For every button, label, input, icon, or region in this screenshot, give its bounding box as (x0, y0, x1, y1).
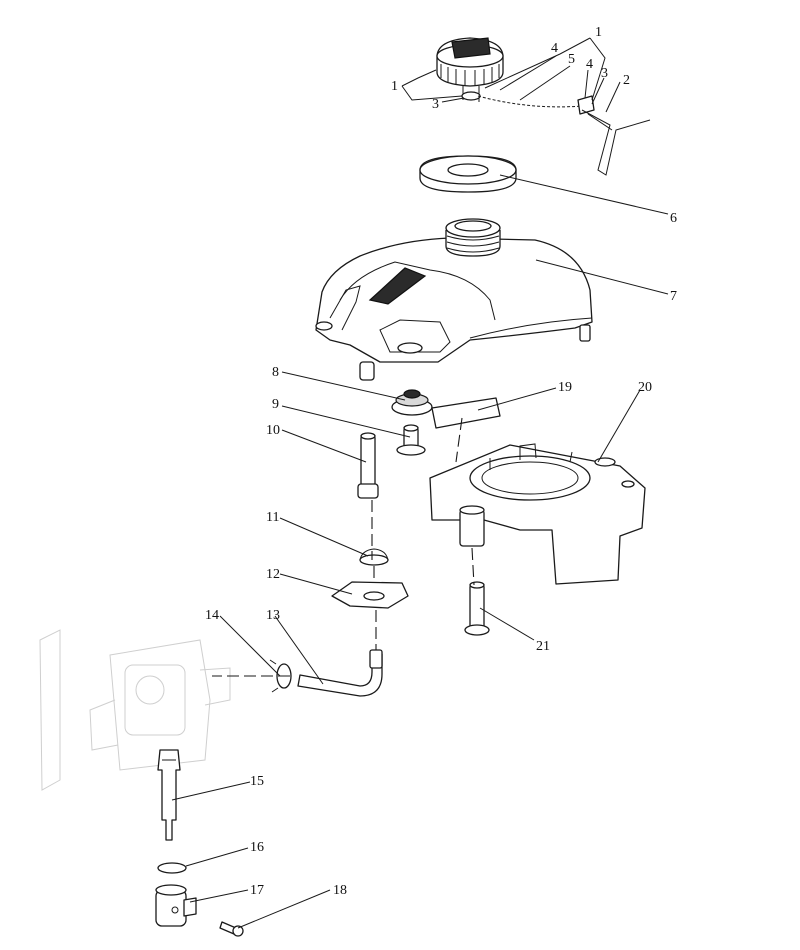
part-17-collar (155, 884, 197, 927)
callout-9: 9 (272, 397, 279, 412)
callout-3-right: 3 (601, 66, 608, 81)
callout-12: 12 (266, 567, 280, 582)
callout-11: 11 (266, 510, 279, 525)
fuel-cap-assembly (436, 37, 651, 176)
callout-1-left: 1 (391, 79, 398, 94)
part-8-valve (391, 389, 433, 416)
callout-7: 7 (670, 289, 677, 304)
callout-1-top: 1 (595, 25, 602, 40)
retaining-clip (581, 109, 651, 176)
cap-gasket (419, 155, 517, 193)
part-15-rod (157, 749, 181, 841)
part-9-bushing (396, 424, 426, 456)
callout-15: 15 (250, 774, 264, 789)
part-21-pin (464, 581, 490, 636)
leader-lines (171, 37, 669, 929)
part-20-bracket (429, 443, 646, 585)
callout-6: 6 (670, 211, 677, 226)
part-13-fuel-pipe (297, 649, 383, 697)
callout-5: 5 (568, 52, 575, 67)
callout-20: 20 (638, 380, 652, 395)
callout-18: 18 (333, 883, 347, 898)
callout-labels: 1 1 2 3 3 4 4 5 6 7 8 9 10 11 12 13 14 1… (205, 25, 677, 898)
part-10-pin (357, 432, 379, 499)
part-16-o-ring (157, 862, 187, 874)
callout-16: 16 (250, 840, 264, 855)
callout-4-right: 4 (586, 57, 593, 72)
callout-19: 19 (558, 380, 572, 395)
carburetor-ghost (39, 629, 231, 791)
callout-2: 2 (623, 73, 630, 88)
part-11-clamp (359, 548, 389, 566)
callout-8: 8 (272, 365, 279, 380)
fuel-tank (315, 218, 593, 381)
callout-13: 13 (266, 608, 280, 623)
callout-3-left: 3 (432, 97, 439, 112)
callout-14: 14 (205, 608, 219, 623)
part-19-label (431, 397, 501, 429)
callout-21: 21 (536, 639, 550, 654)
callout-4-left: 4 (551, 41, 558, 56)
part-12-plate (331, 581, 409, 609)
part-18-screw (219, 921, 244, 937)
callout-10: 10 (266, 423, 280, 438)
cap-chain (477, 95, 583, 108)
callout-17: 17 (250, 883, 264, 898)
assembly-axes (212, 417, 475, 677)
